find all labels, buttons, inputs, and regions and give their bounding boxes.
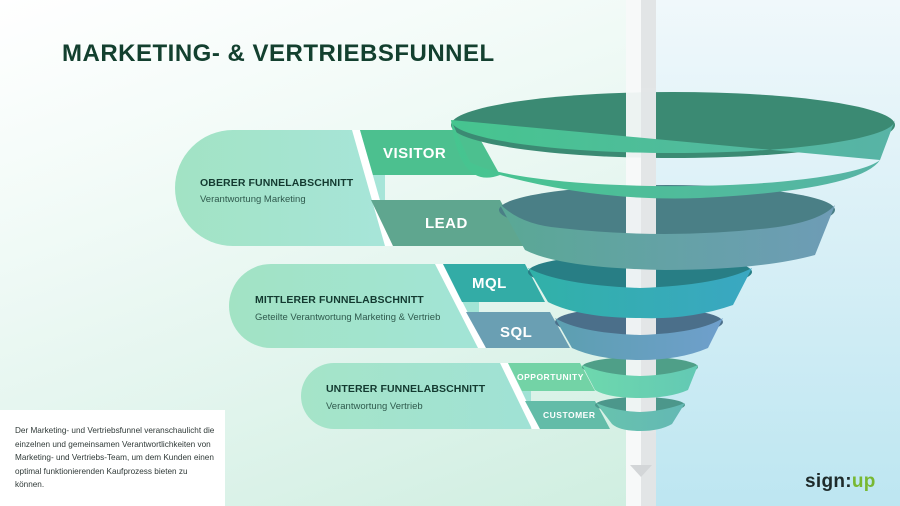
logo-separator: : [845,471,852,492]
section-bottom-title: UNTERER FUNNELABSCHNITT [326,383,486,395]
divider-bottom [500,363,540,429]
stage-bar-opportunity [508,363,595,391]
stage-bar-customer [525,401,610,429]
ring-sql [555,318,723,360]
section-middle-pill [229,264,479,348]
ring-customer [596,403,685,431]
ring-lead [499,203,835,270]
ring-lead-inner [499,185,835,235]
stage-label-sql: SQL [500,324,533,341]
section-middle-subtitle: Geteilte Verantwortung Marketing & Vertr… [255,312,441,323]
brand-logo: sign:up [805,471,876,493]
ring-mql [528,268,752,319]
funnel-arrow-down-icon [630,465,652,477]
stage-label-visitor: VISITOR [383,145,447,162]
stage-label-customer: CUSTOMER [543,410,596,420]
ring-opportunity [582,365,698,398]
description-text: Der Marketing- und Vertriebsfunnel veran… [15,426,215,490]
section-top-title: OBERER FUNNELABSCHNITT [200,177,354,189]
stage-label-lead: LEAD [425,215,468,232]
stage-bar-lead [371,200,525,246]
logo-text-sign: sign [805,471,846,492]
stage-label-opportunity: OPPORTUNITY [517,372,584,382]
section-bottom-subtitle: Verantwortung Vertrieb [326,401,423,412]
stage-bar-mql [443,264,545,302]
section-top-pill [175,130,385,246]
description-box: Der Marketing- und Vertriebsfunnel veran… [0,410,225,506]
stage-label-mql: MQL [472,275,507,292]
divider-middle [435,264,486,348]
section-middle-title: MITTLERER FUNNELABSCHNITT [255,294,424,306]
ring-visitor [451,120,895,199]
section-top-subtitle: Verantwortung Marketing [200,194,306,205]
section-bottom-pill [301,363,531,429]
page-title: MARKETING- & VERTRIEBSFUNNEL [62,40,495,67]
logo-text-up: up [851,471,876,492]
stage-bar-sql [466,312,570,348]
